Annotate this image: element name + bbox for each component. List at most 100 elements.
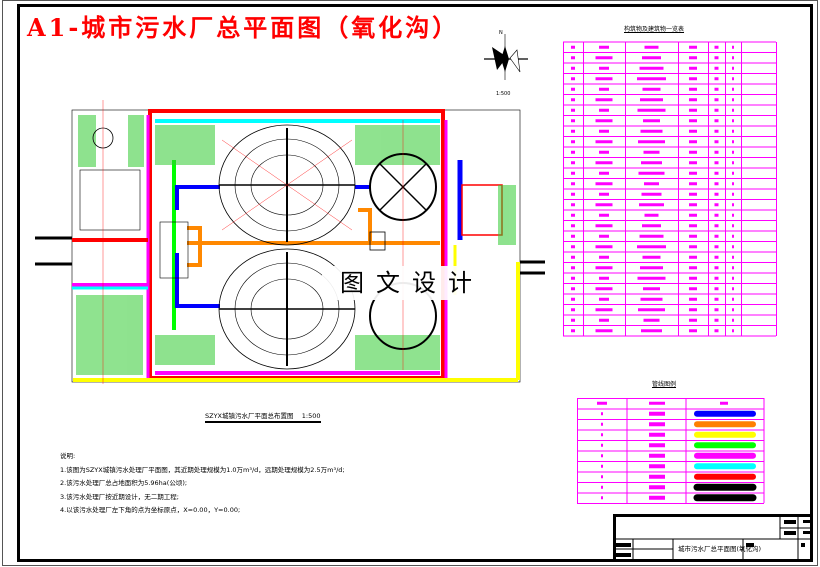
notes: 说明: 1.该图为SZYX城镇污水处理厂平面图，其近期处理规模为1.0万m³/d… — [60, 450, 345, 518]
pipe-legend-table — [577, 398, 765, 504]
table-cell-text — [571, 129, 575, 133]
table-cell-text — [595, 56, 613, 60]
table-cell-text — [714, 45, 719, 49]
table-cell-text — [599, 150, 609, 154]
table-cell-text — [689, 161, 697, 165]
table-cell-text — [595, 119, 613, 123]
table-cell-text — [732, 171, 734, 175]
table-cell-text — [571, 150, 575, 154]
table-cell-text — [571, 98, 575, 102]
legend-index — [601, 475, 603, 479]
table-cell-text — [638, 140, 665, 144]
legend-index — [601, 443, 603, 447]
table-cell-text — [732, 297, 734, 301]
table-cell-text — [637, 276, 666, 280]
note-item: 4.以该污水处理厂左下角的点为坐标原点，X=0.00，Y=0.00; — [60, 506, 241, 514]
table-cell-text — [714, 318, 719, 322]
table-cell-text — [599, 234, 609, 238]
table-cell-text — [689, 140, 697, 144]
table-cell-text — [599, 66, 609, 70]
table-cell-text — [644, 45, 659, 49]
legend-index — [601, 485, 603, 489]
table-cell-text — [640, 129, 663, 133]
drawing-frame — [17, 4, 813, 562]
table-cell-text — [571, 318, 575, 322]
table-cell-text — [571, 87, 575, 91]
table-cell-text — [689, 66, 697, 70]
table-cell-text — [641, 161, 662, 165]
table-cell-text — [571, 192, 575, 196]
table-cell-text — [599, 129, 609, 133]
title-block-drawing-name: 城市污水厂总平面图(氧化沟) — [678, 545, 762, 553]
table-cell-text — [689, 119, 697, 123]
table-cell-text — [714, 192, 719, 196]
table-cell-text — [571, 297, 575, 301]
table-cell-text — [714, 161, 719, 165]
table-cell-text — [595, 182, 613, 186]
table-cell-text — [732, 255, 734, 259]
table-cell-text — [689, 77, 697, 81]
plan-caption-text: SZYX城镇污水厂平面总布置图 — [205, 412, 294, 420]
table-cell-text — [599, 297, 609, 301]
table-cell-text — [732, 224, 734, 228]
table-cell-text — [732, 234, 734, 238]
table-cell-text — [689, 192, 697, 196]
table-cell-text — [595, 98, 613, 102]
table-cell-text — [640, 98, 663, 102]
note-item: 3.该污水处理厂按近期设计，无二期工程; — [60, 492, 179, 501]
drawing-title: A1-城市污水厂总平面图（氧化沟） — [27, 13, 460, 42]
table-cell-text — [689, 45, 697, 49]
table-cell-text — [732, 98, 734, 102]
table-cell-text — [640, 266, 663, 270]
legend-line-name — [649, 474, 665, 479]
table-cell-text — [732, 276, 734, 280]
legend-index — [601, 454, 603, 458]
table-cell-text — [571, 287, 575, 291]
table-cell-text — [571, 234, 575, 238]
table-cell-text — [689, 245, 697, 249]
table-cell-text — [595, 287, 613, 291]
table-cell-text — [732, 182, 734, 186]
table-cell-text — [599, 108, 609, 112]
table-cell-text — [714, 98, 719, 102]
table-cell-text — [571, 308, 575, 312]
table-cell-text — [571, 213, 575, 217]
table-cell-text — [642, 224, 661, 228]
legend-line-name — [649, 432, 665, 437]
table-cell-text — [732, 77, 734, 81]
table-cell-text — [689, 203, 697, 207]
legend-index — [601, 412, 603, 416]
table-cell-text — [732, 245, 734, 249]
table-cell-text — [599, 255, 609, 259]
table-cell-text — [639, 203, 664, 207]
table-cell-text — [599, 213, 609, 217]
table-cell-text — [689, 308, 697, 312]
table-cell-text — [571, 119, 575, 123]
north-label: N — [499, 30, 503, 36]
legend-line-name — [649, 495, 665, 500]
table-cell-text — [714, 77, 719, 81]
table-cell-text — [642, 56, 661, 60]
table-cell-text — [714, 87, 719, 91]
table-cell-text — [714, 266, 719, 270]
table-cell-text — [641, 329, 662, 333]
table-cell-text — [714, 213, 719, 217]
plan-caption-scale: 1:500 — [301, 412, 321, 420]
table-cell-text — [714, 56, 719, 60]
table-cell-text — [595, 140, 613, 144]
table-cell-text — [642, 87, 661, 91]
table-cell-text — [689, 182, 697, 186]
table-cell-text — [714, 308, 719, 312]
table-cell-text — [714, 203, 719, 207]
table-cell-text — [571, 224, 575, 228]
table-cell-text — [689, 171, 697, 175]
legend-index — [601, 496, 603, 500]
table-cell-text — [714, 108, 719, 112]
table-cell-text — [732, 66, 734, 70]
table-cell-text — [732, 108, 734, 112]
legend-index — [601, 422, 603, 426]
table-cell-text — [571, 140, 575, 144]
table-cell-text — [595, 245, 613, 249]
table-cell-text — [689, 255, 697, 259]
legend-line-name — [649, 464, 665, 469]
